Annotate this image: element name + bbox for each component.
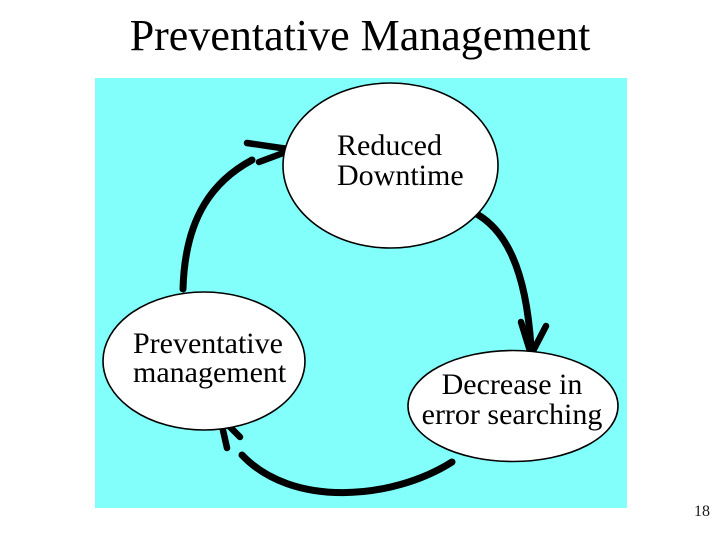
edge-path bbox=[238, 451, 456, 497]
edge-preventative-to-reduced bbox=[179, 139, 292, 293]
node-ellipse bbox=[407, 349, 619, 463]
page-number: 18 bbox=[694, 503, 710, 520]
edge-path bbox=[179, 156, 256, 293]
node-label-line: error searching bbox=[422, 398, 603, 431]
cycle-diagram: Reduced Downtime Preventative management… bbox=[95, 78, 627, 508]
node-label-line: Decrease in bbox=[442, 368, 583, 401]
arrowhead-right-icon bbox=[243, 139, 292, 153]
arrowhead-down-icon bbox=[529, 322, 550, 355]
arrowhead-down-icon bbox=[517, 318, 534, 355]
node-reduced-downtime: Reduced Downtime bbox=[282, 82, 499, 249]
node-label-line: Preventative bbox=[133, 327, 283, 360]
edge-reduced-to-decrease bbox=[469, 208, 550, 355]
node-label-line: Reduced bbox=[337, 129, 442, 162]
node-decrease-error-searching: Decrease in error searching bbox=[407, 349, 619, 463]
node-label-line: Downtime bbox=[337, 159, 464, 192]
node-preventative-management: Preventative management bbox=[102, 291, 306, 431]
arrowhead-right-icon bbox=[255, 148, 290, 166]
node-label-line: management bbox=[133, 356, 287, 389]
node-ellipse bbox=[102, 291, 306, 431]
edge-path bbox=[469, 208, 535, 351]
slide-title: Preventative Management bbox=[129, 11, 591, 60]
node-ellipse bbox=[282, 82, 499, 249]
